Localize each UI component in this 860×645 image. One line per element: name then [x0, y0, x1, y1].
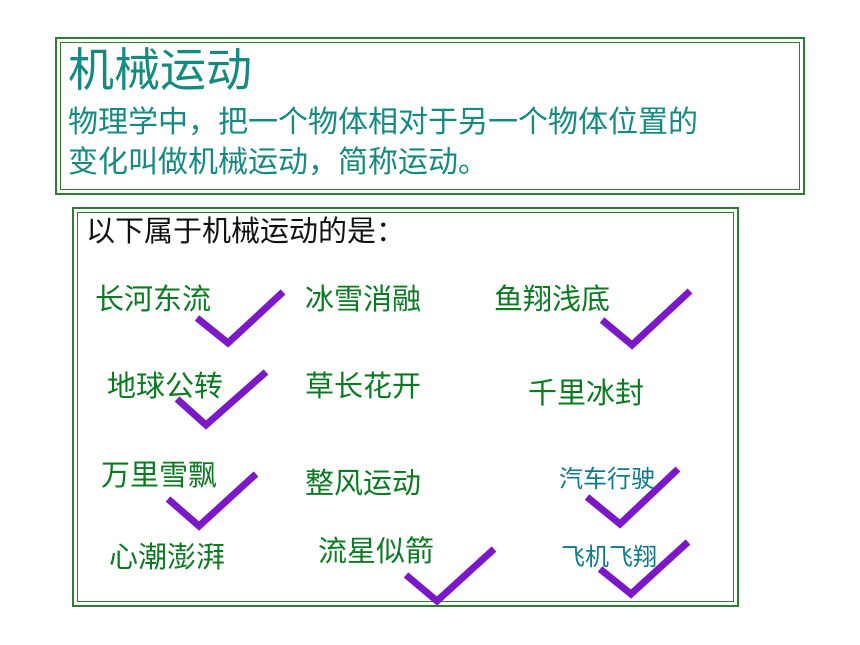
check-mark-icon	[174, 369, 269, 430]
option-item: 万里雪飘	[101, 458, 218, 492]
question-box	[72, 207, 739, 607]
check-mark-icon	[165, 471, 259, 531]
option-item: 千里冰封	[528, 376, 645, 410]
option-item: 飞机飞翔	[561, 543, 657, 571]
question-prompt: 以下属于机械运动的是：	[86, 214, 406, 248]
option-item: 心潮澎湃	[109, 540, 226, 574]
option-item: 草长花开	[305, 369, 422, 403]
option-item: 地球公转	[107, 369, 224, 403]
definition-title: 机械运动	[68, 43, 252, 97]
option-item: 冰雪消融	[305, 282, 422, 316]
option-item: 鱼翔浅底	[494, 282, 611, 316]
option-item: 汽车行驶	[559, 465, 655, 493]
check-mark-icon	[584, 466, 681, 529]
definition-text-line-1: 物理学中，把一个物体相对于另一个物体位置的	[68, 105, 698, 140]
option-item: 长河东流	[95, 282, 212, 316]
check-mark-icon	[403, 546, 497, 606]
check-mark-icon	[194, 289, 286, 348]
option-item: 流星似箭	[318, 534, 435, 568]
check-mark-icon	[597, 539, 691, 599]
option-item: 整风运动	[305, 466, 422, 500]
definition-box	[55, 37, 805, 195]
definition-text-line-2: 变化叫做机械运动，简称运动。	[68, 145, 488, 180]
check-mark-icon	[599, 288, 693, 350]
